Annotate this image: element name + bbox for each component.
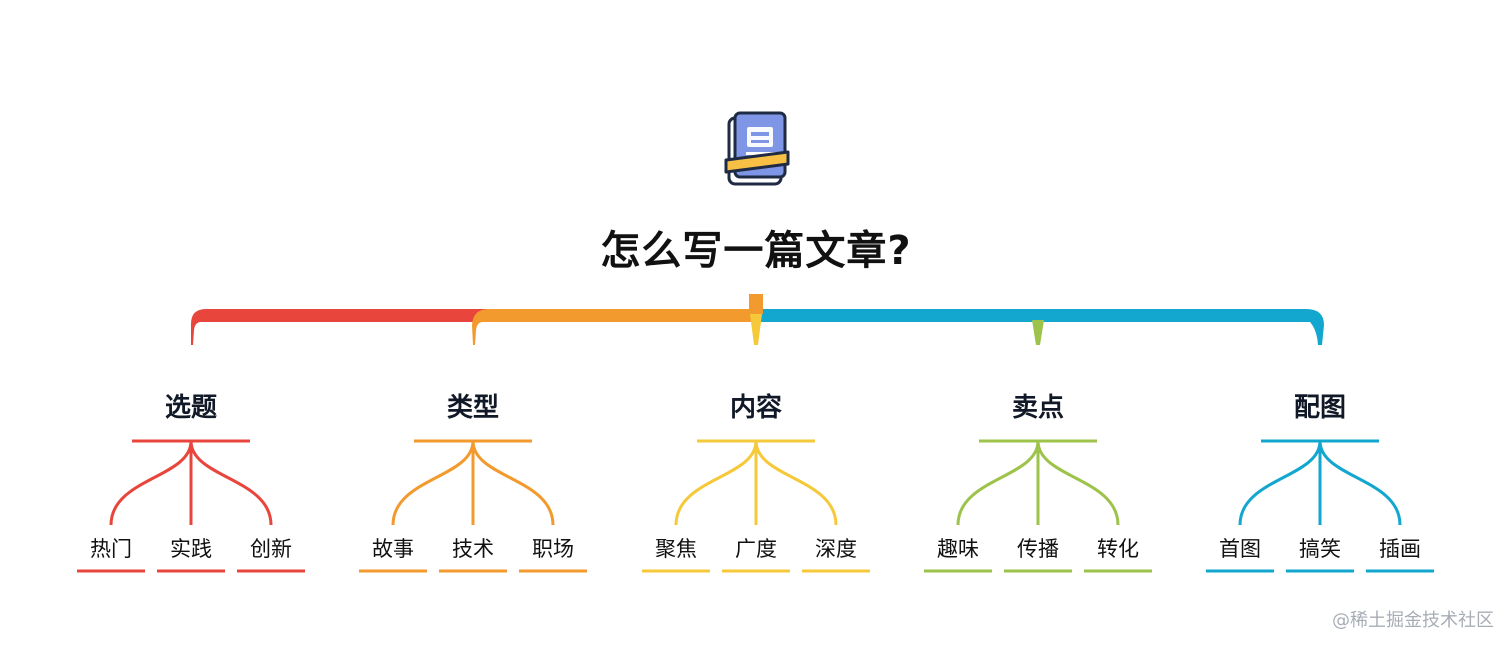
branch-drop-selling (1032, 320, 1044, 345)
fan-curve-left (674, 440, 758, 526)
leaf-label: 聚焦 (655, 537, 697, 561)
category-label: 配图 (1293, 393, 1346, 423)
page-title: 怎么写一篇文章? (600, 228, 912, 274)
fan-curve-right (189, 440, 273, 526)
fan-curve-left (956, 440, 1040, 526)
branch-trunk-mid (472, 309, 760, 345)
book-icon (724, 111, 790, 186)
watermark: @稀土掘金技术社区 (1332, 610, 1494, 631)
category-label: 类型 (446, 393, 499, 423)
leaf-label: 趣味 (937, 537, 979, 561)
leaf-label: 职场 (532, 537, 574, 561)
leaf-label: 插画 (1379, 537, 1421, 561)
fan-curve-left (1238, 440, 1322, 526)
fan-curve-right (1036, 440, 1120, 526)
branch-trunk-left (191, 309, 493, 345)
category-label: 内容 (729, 393, 782, 423)
fan-curve-left (391, 440, 475, 526)
leaf-label: 深度 (815, 537, 857, 561)
trunk-center-stub (749, 294, 763, 314)
fan-curve-right (471, 440, 555, 526)
category-label: 卖点 (1011, 393, 1064, 423)
category-label: 选题 (164, 393, 217, 423)
leaf-label: 广度 (735, 537, 777, 561)
leaf-label: 传播 (1017, 537, 1059, 561)
leaf-label: 创新 (250, 537, 292, 561)
branch-trunk-right (760, 309, 1324, 345)
fan-curve-right (754, 440, 838, 526)
branch-drop-content (750, 314, 762, 345)
leaf-label: 搞笑 (1299, 537, 1341, 561)
leaf-label: 热门 (90, 537, 132, 561)
leaf-label: 转化 (1097, 537, 1139, 561)
leaf-label: 故事 (372, 537, 414, 561)
fan-curve-left (109, 440, 193, 526)
leaf-label: 首图 (1219, 537, 1261, 561)
fan-curve-right (1318, 440, 1402, 526)
leaf-label: 技术 (452, 537, 494, 561)
leaf-label: 实践 (170, 537, 212, 561)
